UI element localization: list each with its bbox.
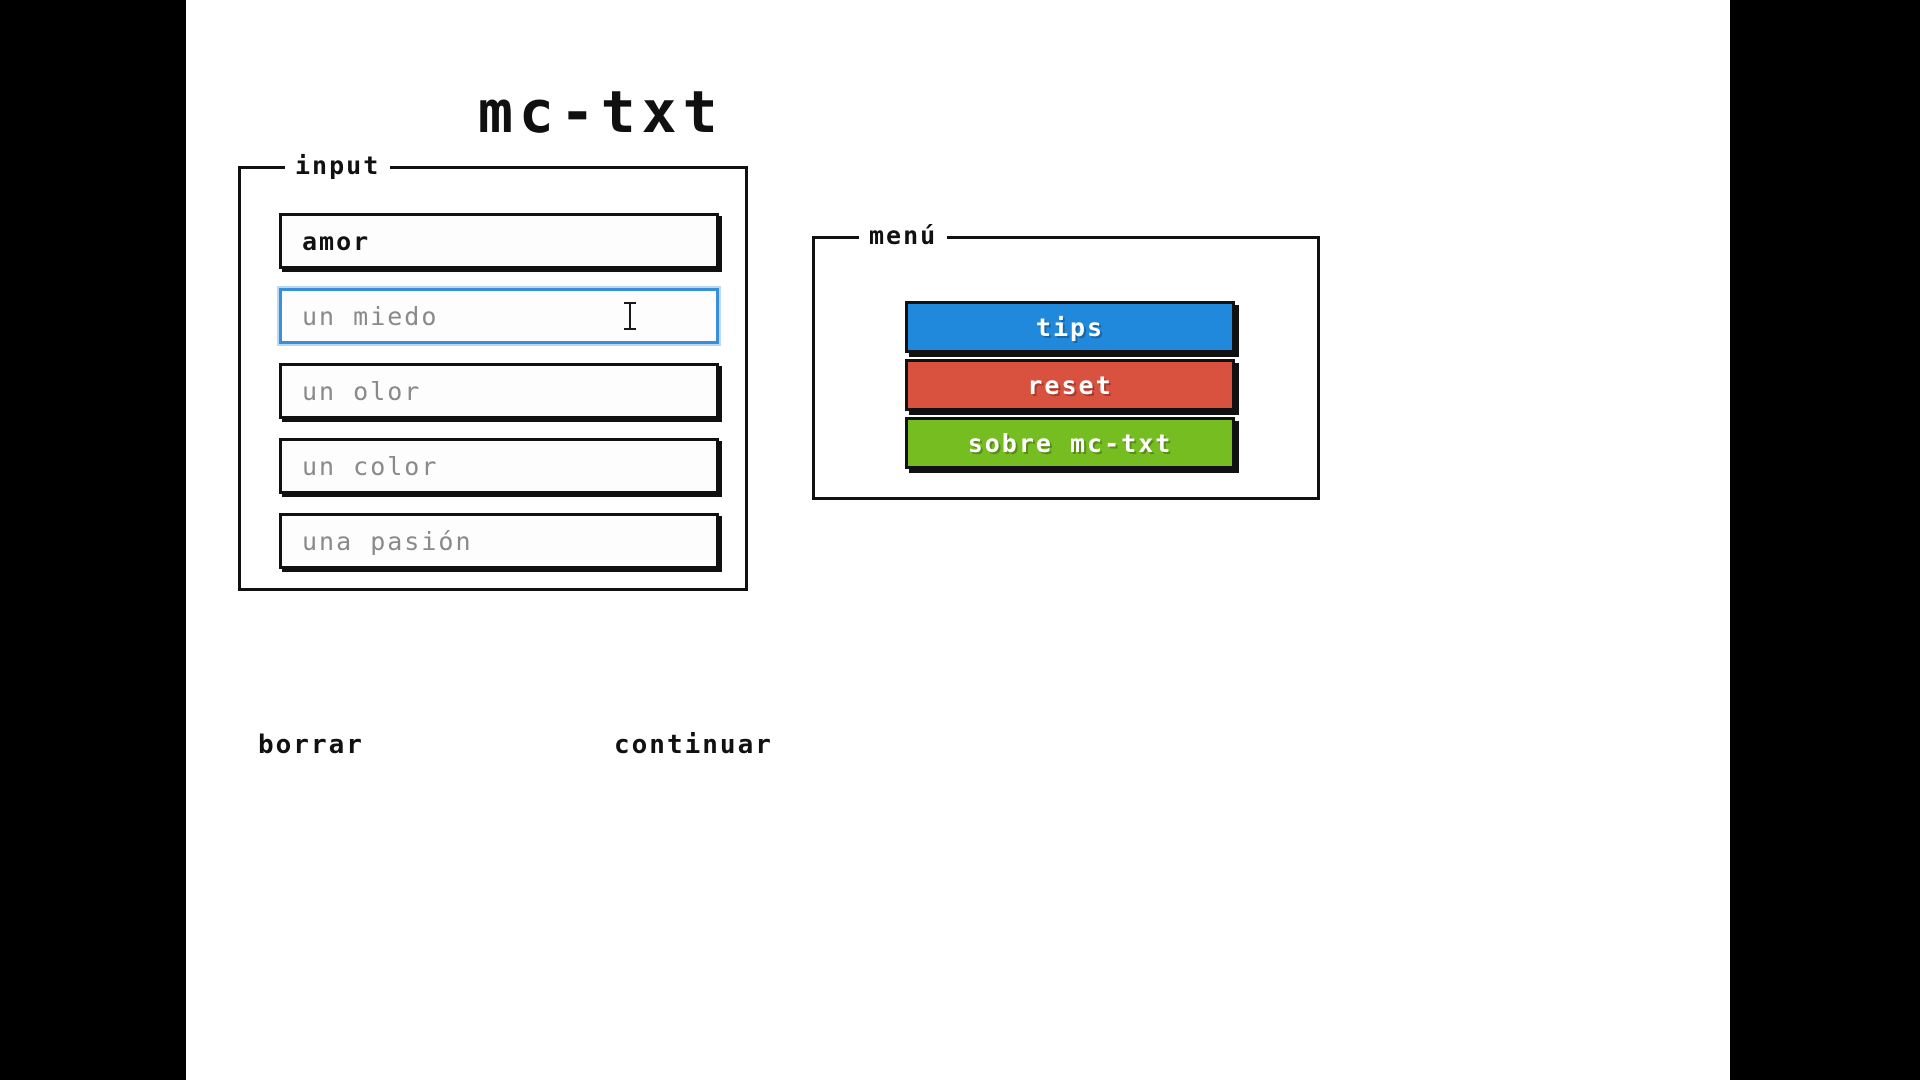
input-group-legend: input	[285, 152, 391, 180]
field-wrap-pasion: una pasión	[279, 513, 719, 569]
page-title: mc-txt	[478, 78, 724, 146]
field-miedo[interactable]: un miedo	[279, 288, 719, 344]
field-wrap-miedo: un miedo	[279, 288, 719, 344]
menu-group-legend: menú	[859, 222, 948, 250]
menu-group: menú tips reset sobre mc-txt	[812, 222, 1320, 500]
field-wrap-color: un color	[279, 438, 719, 494]
field-olor[interactable]: un olor	[279, 363, 719, 419]
field-color[interactable]: un color	[279, 438, 719, 494]
field-wrap-amor: amor	[279, 213, 719, 269]
reset-button[interactable]: reset	[905, 359, 1235, 411]
tips-button[interactable]: tips	[905, 301, 1235, 353]
input-group: input amor un miedo un olor un color una…	[238, 152, 748, 591]
field-amor[interactable]: amor	[279, 213, 719, 269]
continue-button[interactable]: continuar	[614, 730, 773, 760]
app-canvas: mc-txt input amor un miedo un olor un co…	[186, 0, 1730, 1080]
field-pasion[interactable]: una pasión	[279, 513, 719, 569]
about-button[interactable]: sobre mc-txt	[905, 417, 1235, 469]
clear-button[interactable]: borrar	[258, 730, 364, 760]
field-wrap-olor: un olor	[279, 363, 719, 419]
